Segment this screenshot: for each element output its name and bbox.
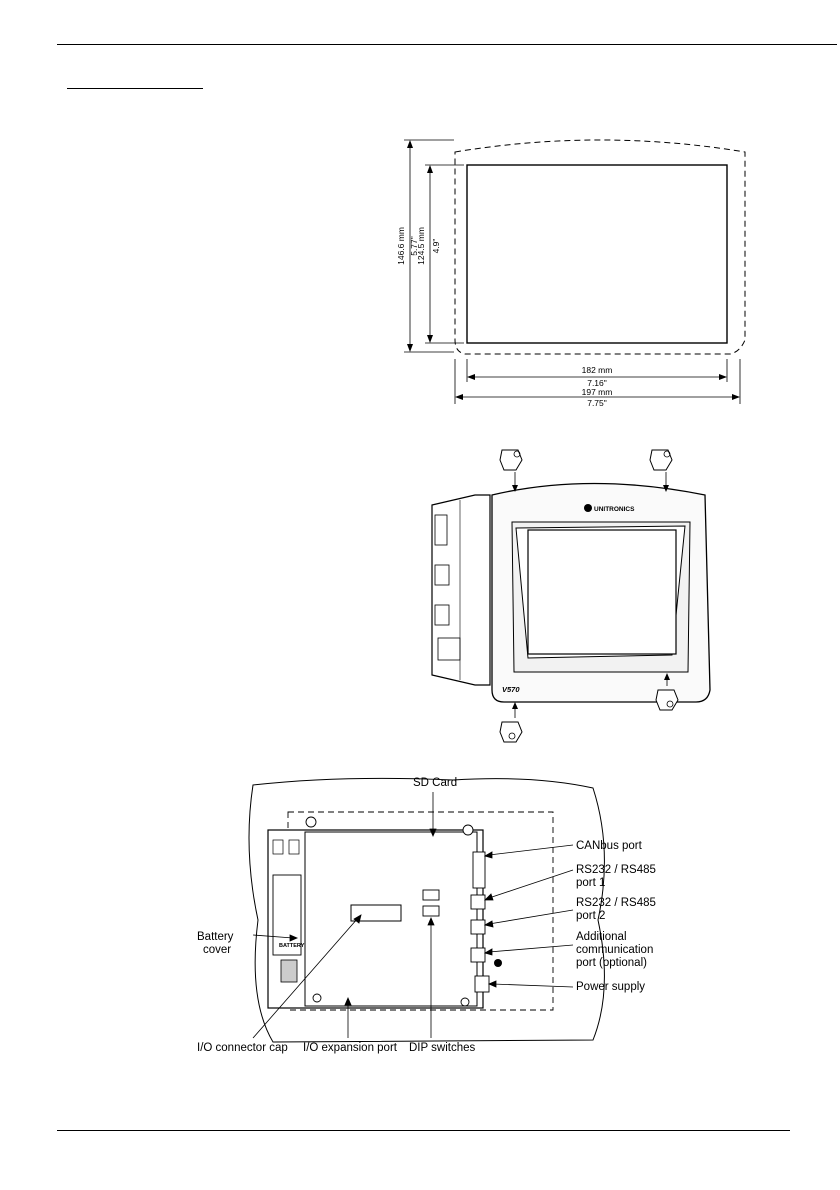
dim-width-inner-mm: 182 mm xyxy=(582,365,613,375)
rs-port-2-connector xyxy=(471,920,485,934)
screen-outline xyxy=(467,165,727,343)
battery-sticker: BATTERY xyxy=(279,943,305,949)
dim-height-inner-mm: 124.5 mm xyxy=(416,227,426,265)
dimensions-figure: 146.6 mm 5.77" 124.5 mm 4.9" 182 mm 7.16… xyxy=(370,130,750,410)
rear-view-figure: BATTERY xyxy=(193,770,663,1060)
dim-height-outer-mm: 146.6 mm xyxy=(396,227,406,265)
canbus-connector xyxy=(473,852,485,888)
mounting-bracket-top-right xyxy=(650,450,672,492)
footer-rule xyxy=(57,1130,790,1131)
power-supply-connector xyxy=(475,976,489,992)
label-power-supply: Power supply xyxy=(576,981,645,993)
label-canbus-port: CANbus port xyxy=(576,840,643,852)
brand-logo: UNITRONICS xyxy=(594,506,635,513)
label-sd-card: SD Card xyxy=(413,777,457,789)
label-battery-line2: cover xyxy=(203,944,231,956)
dip-switch-1 xyxy=(423,890,439,900)
display-screen xyxy=(528,530,676,654)
dip-switch-2 xyxy=(423,906,439,916)
rs-port-1-connector xyxy=(471,895,485,909)
label-io-expansion-port: I/O expansion port xyxy=(303,1042,398,1054)
label-rs-port-1-line2: port 1 xyxy=(576,877,605,889)
label-additional-line1: Additional xyxy=(576,931,627,943)
dim-width-outer-in: 7.75" xyxy=(587,398,607,408)
dim-width-outer-mm: 197 mm xyxy=(582,387,613,397)
label-additional-line3: port (optional) xyxy=(576,957,647,969)
additional-port-connector xyxy=(471,948,485,962)
label-additional-line2: communication xyxy=(576,944,653,956)
header-rule xyxy=(57,44,837,45)
label-rs-port-1-line1: RS232 / RS485 xyxy=(576,864,656,876)
label-rs-port-2-line1: RS232 / RS485 xyxy=(576,897,656,909)
model-label: V570 xyxy=(502,685,520,694)
mounting-bracket-bottom-left xyxy=(500,702,522,742)
mounting-bracket-top-left xyxy=(500,450,522,492)
label-rs-port-2-line2: port 2 xyxy=(576,910,605,922)
label-battery-line1: Battery xyxy=(197,931,234,943)
section-heading-underline xyxy=(67,88,203,89)
mounting-figure: UNITRONICS V570 xyxy=(420,440,720,750)
label-io-connector-cap: I/O connector cap xyxy=(197,1042,288,1054)
label-dip-switches: DIP switches xyxy=(409,1042,476,1054)
dim-height-inner-in: 4.9" xyxy=(431,239,441,254)
